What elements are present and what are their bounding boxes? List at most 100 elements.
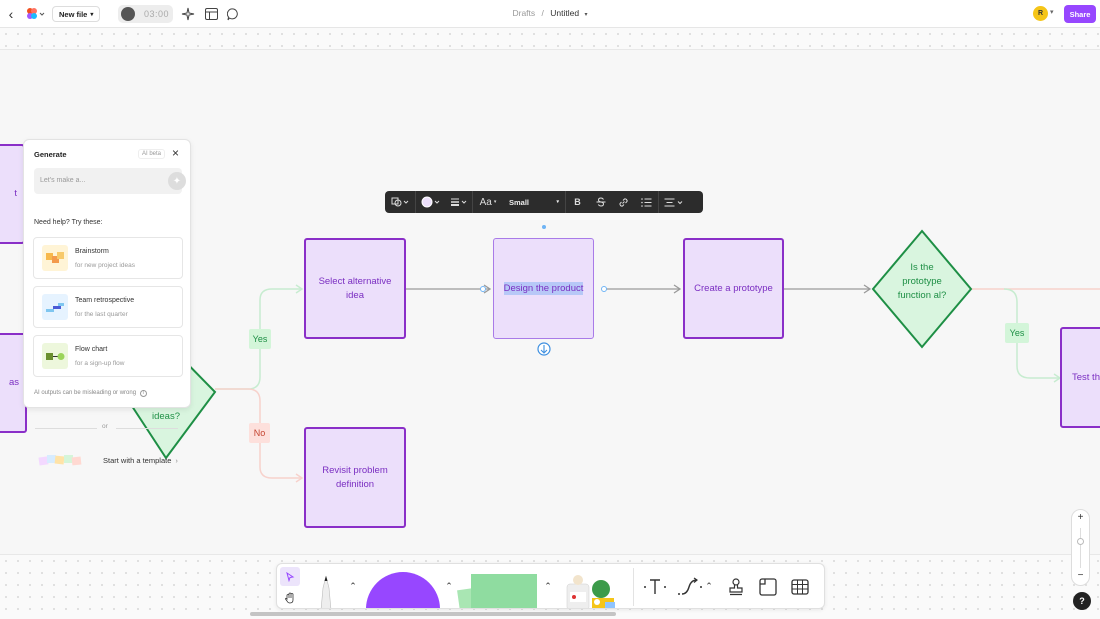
stroke-style-icon[interactable] bbox=[446, 191, 472, 213]
node-label: Revisit problem definition bbox=[322, 465, 388, 490]
card-title: Team retrospective bbox=[75, 297, 135, 304]
bold-button[interactable]: B bbox=[574, 197, 581, 207]
card-subtitle: for the last quarter bbox=[75, 311, 128, 318]
zoom-control: + − bbox=[1071, 509, 1090, 586]
template-text: Start with a template bbox=[103, 456, 172, 465]
shape-tool-icon[interactable] bbox=[365, 569, 441, 608]
connector-tool-icon[interactable] bbox=[677, 576, 703, 598]
arrowhead bbox=[483, 284, 492, 294]
yes-tag-right[interactable]: Yes bbox=[1005, 323, 1029, 343]
left-diamond-label[interactable]: ideas? bbox=[152, 411, 180, 422]
timer-avatar-icon bbox=[121, 7, 135, 21]
node-label: t bbox=[14, 188, 17, 200]
generate-input-placeholder: Let's make a... bbox=[40, 177, 86, 184]
canvas-top-strip bbox=[0, 28, 1100, 50]
start-with-template-link[interactable]: Start with a template › bbox=[103, 456, 178, 465]
zoom-out-button[interactable]: − bbox=[1077, 570, 1084, 581]
strikethrough-icon[interactable] bbox=[589, 191, 612, 213]
font-size-select[interactable]: Small▾ bbox=[503, 191, 565, 213]
flow-node-revisit-problem[interactable]: Revisit problem definition bbox=[304, 427, 406, 528]
sticky-options-chevron-up-icon[interactable]: ⌃ bbox=[544, 580, 552, 591]
zoom-in-button[interactable]: + bbox=[1077, 512, 1084, 523]
hand-tool-icon[interactable] bbox=[280, 588, 300, 607]
connector-yes-right bbox=[1003, 288, 1060, 379]
stickers-stamps-icon[interactable] bbox=[561, 572, 625, 608]
bottom-toolbar: ⌃ ⌃ ⌃ ⌃ bbox=[276, 563, 825, 609]
yes-tag[interactable]: Yes bbox=[249, 329, 271, 349]
divider bbox=[415, 191, 416, 213]
text-tool-icon[interactable] bbox=[643, 576, 667, 598]
flow-node-design-product[interactable]: Design the product bbox=[493, 238, 594, 339]
brainstorm-thumb-icon bbox=[42, 245, 68, 271]
font-size-value: Small bbox=[509, 197, 530, 207]
app-menu-logo-icon[interactable] bbox=[24, 6, 46, 22]
title-chevron-down-icon[interactable]: ▾ bbox=[584, 12, 588, 18]
help-button[interactable]: ? bbox=[1073, 592, 1091, 610]
sticky-note-tool-icon[interactable] bbox=[453, 572, 543, 608]
generate-title: Generate bbox=[34, 150, 67, 159]
suggestion-card-brainstorm[interactable]: Brainstorm for new project ideas bbox=[33, 237, 183, 279]
fill-color-icon[interactable] bbox=[416, 191, 446, 213]
select-tool-icon[interactable] bbox=[280, 567, 300, 586]
info-icon[interactable]: i bbox=[139, 390, 147, 397]
font-menu-button[interactable]: Aa▾ bbox=[473, 191, 503, 213]
back-chevron-icon[interactable]: ‹ bbox=[8, 6, 14, 22]
format-toolbar: Aa▾ Small▾ B bbox=[385, 191, 703, 213]
timer-button[interactable]: 03:00 bbox=[118, 5, 173, 23]
new-file-button[interactable]: New file ▾ bbox=[52, 6, 101, 22]
new-file-label: New file bbox=[59, 9, 88, 19]
generate-panel: Generate AI beta × Let's make a... ✦ Nee… bbox=[23, 139, 191, 408]
text-align-icon[interactable] bbox=[659, 191, 689, 213]
flow-node-left-top[interactable]: t bbox=[0, 144, 25, 244]
shape-options-chevron-up-icon[interactable]: ⌃ bbox=[445, 580, 453, 591]
share-button[interactable]: Share bbox=[1064, 5, 1096, 23]
or-divider-left bbox=[35, 428, 97, 429]
selection-handle bbox=[542, 225, 546, 229]
generate-submit-icon[interactable]: ✦ bbox=[168, 172, 186, 190]
breadcrumb: Drafts / Untitled ▾ bbox=[0, 8, 1100, 18]
divider bbox=[633, 568, 634, 606]
node-label: Create a prototype bbox=[694, 282, 773, 294]
suggestion-card-flow-chart[interactable]: Flow chart for a sign-up flow bbox=[33, 335, 183, 377]
disclaimer-text: AI outputs can be misleading or wrong bbox=[34, 390, 137, 396]
flow-chart-thumb-icon bbox=[42, 343, 68, 369]
breadcrumb-parent[interactable]: Drafts bbox=[512, 8, 536, 18]
zoom-slider-thumb[interactable] bbox=[1077, 538, 1084, 545]
ai-sparkle-icon[interactable] bbox=[180, 6, 196, 22]
shape-type-icon[interactable] bbox=[385, 191, 415, 213]
chevron-down-icon: ▾ bbox=[90, 11, 94, 18]
stamp-tool-icon[interactable] bbox=[725, 576, 747, 598]
pen-options-chevron-up-icon[interactable]: ⌃ bbox=[349, 580, 357, 591]
flow-node-test[interactable]: Test th bbox=[1060, 327, 1100, 428]
user-avatar[interactable]: R bbox=[1033, 6, 1048, 21]
layout-panel-icon[interactable] bbox=[203, 6, 219, 22]
no-tag[interactable]: No bbox=[249, 423, 270, 443]
close-icon[interactable]: × bbox=[172, 146, 180, 160]
node-label-selected[interactable]: Design the product bbox=[503, 281, 584, 296]
pen-tool-icon[interactable] bbox=[311, 570, 341, 608]
section-tool-icon[interactable] bbox=[757, 576, 779, 598]
template-thumbnails-icon[interactable] bbox=[38, 452, 88, 468]
flow-node-create-prototype[interactable]: Create a prototype bbox=[683, 238, 784, 339]
generate-prompt-input[interactable]: Let's make a... ✦ bbox=[34, 168, 186, 194]
decision-label-prototype[interactable]: Is the prototype function al? bbox=[897, 262, 947, 301]
file-title[interactable]: Untitled bbox=[550, 8, 580, 18]
bullet-list-icon[interactable] bbox=[635, 191, 658, 213]
arrowhead bbox=[295, 473, 304, 483]
zoom-slider-track[interactable] bbox=[1080, 528, 1081, 568]
link-icon[interactable] bbox=[612, 191, 635, 213]
table-tool-icon[interactable] bbox=[789, 576, 811, 598]
ai-disclaimer: AI outputs can be misleading or wrong i bbox=[34, 390, 147, 397]
card-subtitle: for new project ideas bbox=[75, 262, 135, 269]
arrow-down-icon bbox=[540, 345, 548, 354]
divider bbox=[565, 191, 566, 213]
node-label: as bbox=[8, 377, 19, 389]
horizontal-scrollbar[interactable] bbox=[250, 612, 616, 616]
card-subtitle: for a sign-up flow bbox=[75, 360, 125, 367]
avatar-chevron-down-icon[interactable]: ▾ bbox=[1050, 9, 1054, 16]
flow-node-select-alternative[interactable]: Select alternative idea bbox=[304, 238, 406, 339]
comment-icon[interactable] bbox=[225, 6, 241, 22]
ai-beta-badge: AI beta bbox=[138, 149, 166, 159]
suggestion-card-retrospective[interactable]: Team retrospective for the last quarter bbox=[33, 286, 183, 328]
connector-options-chevron-up-icon[interactable]: ⌃ bbox=[705, 580, 713, 591]
